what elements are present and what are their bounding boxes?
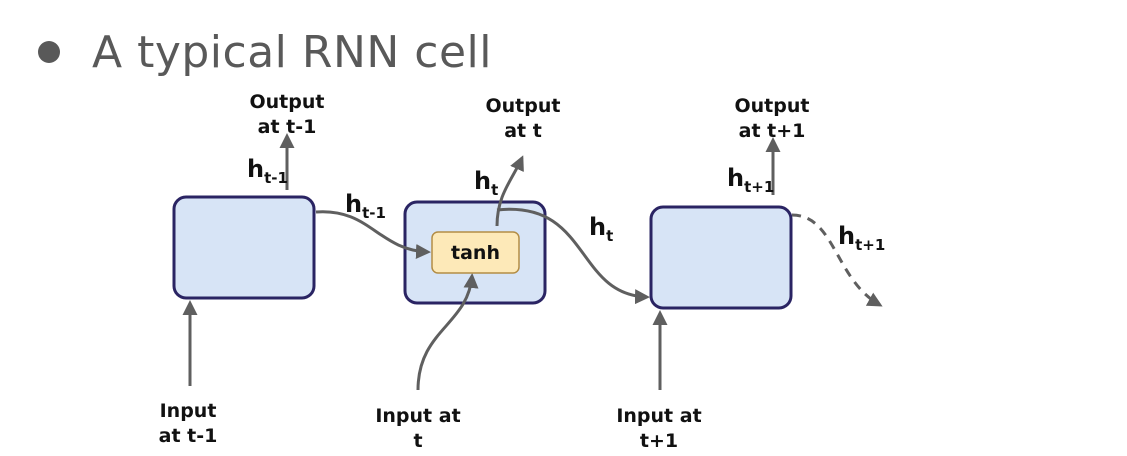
input-label-t-minus-1-line1: Input — [160, 400, 217, 422]
output-label-t-minus-1-line1: Output — [250, 91, 325, 113]
bullet-dot — [38, 41, 60, 63]
input-label-t-plus-1-line1: Input at — [616, 405, 701, 427]
tanh-label: tanh — [451, 242, 500, 264]
input-label-t-line2: t — [413, 430, 422, 452]
hidden-label-transfer-t: ht — [589, 213, 613, 245]
bullet-heading: A typical RNN cell — [38, 22, 492, 82]
output-label-t-plus-1-line1: Output — [735, 95, 810, 117]
hidden-label-transfer-t-plus-1: ht+1 — [838, 222, 885, 254]
output-arrow-t — [495, 155, 524, 227]
hidden-label-output-t: ht — [474, 167, 498, 199]
slide-title: A typical RNN cell — [92, 26, 492, 78]
hidden-label-output-t-minus-1: ht-1 — [247, 155, 288, 187]
hidden-arrow-t-to-t-plus-1 — [496, 207, 650, 305]
input-arrow-t — [416, 273, 479, 391]
rnn-cell-t-minus-1 — [172, 195, 316, 300]
output-label-t-line1: Output — [486, 95, 561, 117]
rnn-cell-t-plus-1 — [649, 205, 793, 310]
output-label-t-line2: at t — [504, 120, 542, 142]
input-label-t-plus-1-line2: t+1 — [640, 430, 678, 452]
output-label-t-minus-1-line2: at t-1 — [258, 116, 317, 138]
hidden-arrow-t-plus-1-out — [791, 213, 883, 307]
input-label-t-minus-1-line2: at t-1 — [159, 425, 218, 447]
hidden-label-transfer-t-minus-1: ht-1 — [345, 190, 386, 222]
tanh-box — [431, 231, 520, 274]
input-label-t-line1: Input at — [375, 405, 460, 427]
output-label-t-plus-1-line2: at t+1 — [739, 120, 806, 142]
hidden-label-output-t-plus-1: ht+1 — [727, 164, 774, 196]
hidden-arrow-t-minus-1-to-t — [315, 210, 431, 260]
